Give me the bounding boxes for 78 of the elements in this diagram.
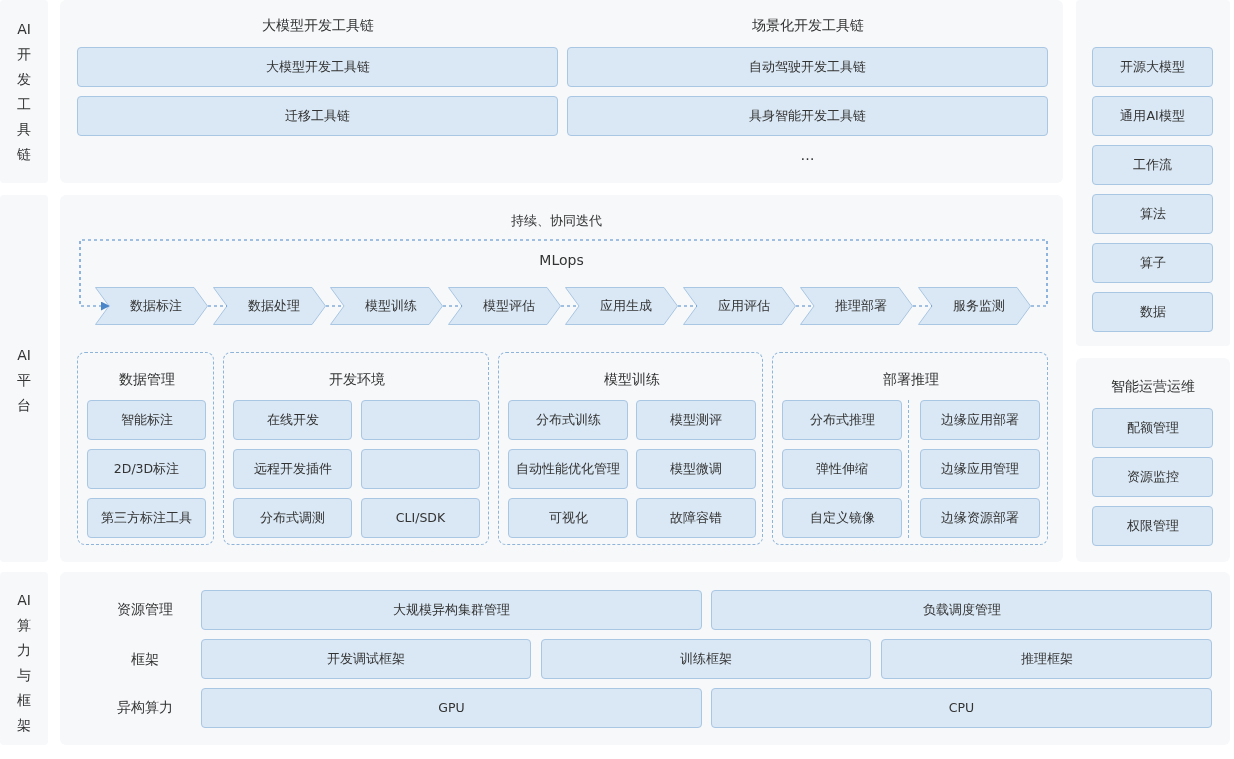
module-box: 开源大模型 bbox=[1092, 47, 1213, 87]
module-box: 权限管理 bbox=[1092, 506, 1213, 546]
module-box: GPU bbox=[201, 688, 702, 728]
module-box: 工作流 bbox=[1092, 145, 1213, 185]
module-box: 自动驾驶开发工具链 bbox=[567, 47, 1048, 87]
module-box: 负载调度管理 bbox=[711, 590, 1212, 630]
layer-label-band: AI平台 bbox=[0, 195, 48, 562]
layer-label-band: AI算力与框架 bbox=[0, 572, 48, 745]
module-box: 具身智能开发工具链 bbox=[567, 96, 1048, 136]
layer-panel bbox=[1076, 358, 1230, 562]
process-step: 模型评估 bbox=[448, 287, 561, 325]
section-heading: 异构算力 bbox=[116, 698, 174, 717]
layer-panel bbox=[60, 195, 1063, 562]
module-box: 数据 bbox=[1092, 292, 1213, 332]
module-box: 资源监控 bbox=[1092, 457, 1213, 497]
module-box: CLI/SDK bbox=[361, 498, 480, 538]
module-box bbox=[361, 449, 480, 489]
module-box: 分布式调测 bbox=[233, 498, 352, 538]
section-heading: 模型训练 bbox=[602, 370, 661, 389]
module-box: 算法 bbox=[1092, 194, 1213, 234]
module-group-frame bbox=[772, 352, 1048, 545]
module-box: 第三方标注工具 bbox=[87, 498, 206, 538]
arrow bbox=[79, 239, 1048, 311]
connector-line bbox=[912, 305, 933, 307]
module-box: 通用AI模型 bbox=[1092, 96, 1213, 136]
module-box: 边缘资源部署 bbox=[920, 498, 1040, 538]
module-box: 远程开发插件 bbox=[233, 449, 352, 489]
process-step: 服务监测 bbox=[918, 287, 1031, 325]
module-box: CPU bbox=[711, 688, 1212, 728]
layer-panel bbox=[60, 572, 1230, 745]
module-box: 在线开发 bbox=[233, 400, 352, 440]
module-group-frame bbox=[498, 352, 763, 545]
module-box: 自动性能优化管理 bbox=[508, 449, 628, 489]
section-heading: 智能运营运维 bbox=[1110, 377, 1196, 396]
module-box: 2D/3D标注 bbox=[87, 449, 206, 489]
module-box: 推理框架 bbox=[881, 639, 1212, 679]
process-step: 数据处理 bbox=[213, 287, 326, 325]
section-heading: 开发环境 bbox=[328, 370, 386, 389]
section-heading: 场景化开发工具链 bbox=[750, 16, 865, 35]
process-step: 应用评估 bbox=[683, 287, 796, 325]
section-heading: … bbox=[799, 146, 816, 165]
module-box: 分布式训练 bbox=[508, 400, 628, 440]
module-box: 故障容错 bbox=[636, 498, 756, 538]
section-heading: 资源管理 bbox=[116, 600, 174, 619]
process-step: 数据标注 bbox=[95, 287, 208, 325]
process-step: 应用生成 bbox=[565, 287, 678, 325]
module-box: 模型微调 bbox=[636, 449, 756, 489]
connector-line bbox=[442, 305, 463, 307]
process-step: 推理部署 bbox=[800, 287, 913, 325]
layer-panel bbox=[1076, 0, 1230, 346]
section-heading: MLops bbox=[538, 251, 585, 270]
module-box: 大模型开发工具链 bbox=[77, 47, 558, 87]
section-heading: 数据管理 bbox=[117, 370, 176, 389]
module-box: 配额管理 bbox=[1092, 408, 1213, 448]
module-box: 开发调试框架 bbox=[201, 639, 531, 679]
connector-line bbox=[677, 305, 698, 307]
section-heading: 部署推理 bbox=[882, 370, 940, 389]
module-box: 算子 bbox=[1092, 243, 1213, 283]
module-box: 模型测评 bbox=[636, 400, 756, 440]
module-box: 训练框架 bbox=[541, 639, 871, 679]
connector-line bbox=[207, 305, 228, 307]
module-group-frame bbox=[223, 352, 489, 545]
section-heading: 大模型开发工具链 bbox=[260, 16, 375, 35]
layer-panel bbox=[60, 0, 1063, 183]
process-step: 模型训练 bbox=[330, 287, 443, 325]
section-heading: 框架 bbox=[130, 650, 160, 669]
module-group-frame bbox=[77, 352, 214, 545]
module-box: 智能标注 bbox=[87, 400, 206, 440]
module-box: 边缘应用部署 bbox=[920, 400, 1040, 440]
module-box: 大规模异构集群管理 bbox=[201, 590, 702, 630]
module-box: 分布式推理 bbox=[782, 400, 902, 440]
module-box bbox=[361, 400, 480, 440]
module-box: 可视化 bbox=[508, 498, 628, 538]
module-box: 迁移工具链 bbox=[77, 96, 558, 136]
module-box: 自定义镜像 bbox=[782, 498, 902, 538]
layer-label-band: AI开发工具链 bbox=[0, 0, 48, 183]
module-box: 边缘应用管理 bbox=[920, 449, 1040, 489]
module-box: 弹性伸缩 bbox=[782, 449, 902, 489]
